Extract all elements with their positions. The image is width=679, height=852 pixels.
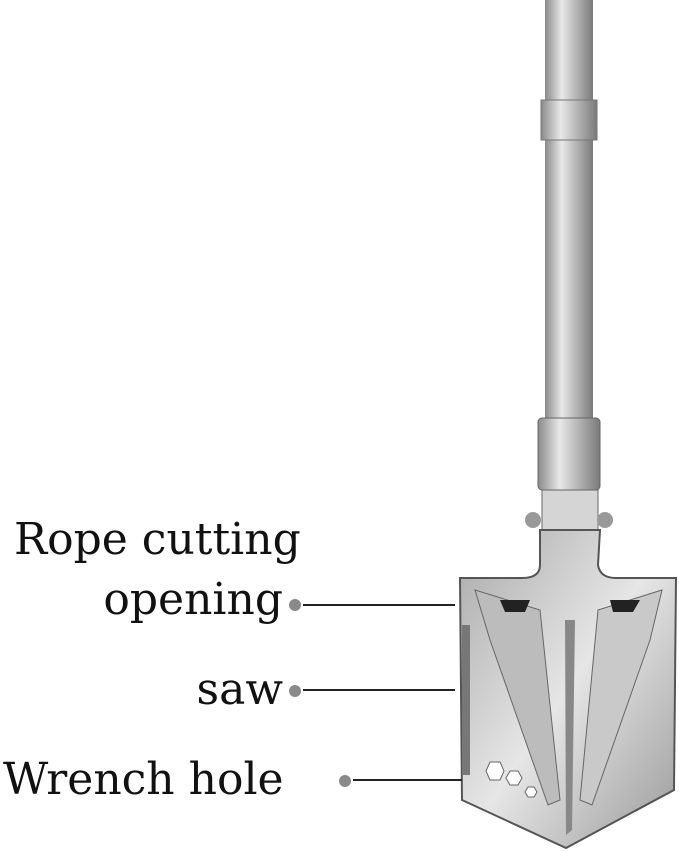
label-opening: opening xyxy=(103,574,283,625)
shovel-handle xyxy=(525,0,613,531)
callout-rope-cutting xyxy=(289,599,455,611)
label-wrench-hole: Wrench hole xyxy=(3,754,284,805)
callout-saw xyxy=(289,685,455,697)
wrench-holes xyxy=(485,761,538,798)
shovel-blade xyxy=(458,529,678,850)
label-saw: saw xyxy=(196,664,283,715)
callout-wrench-hole xyxy=(339,775,462,787)
label-rope-cutting: Rope cutting xyxy=(14,514,301,565)
